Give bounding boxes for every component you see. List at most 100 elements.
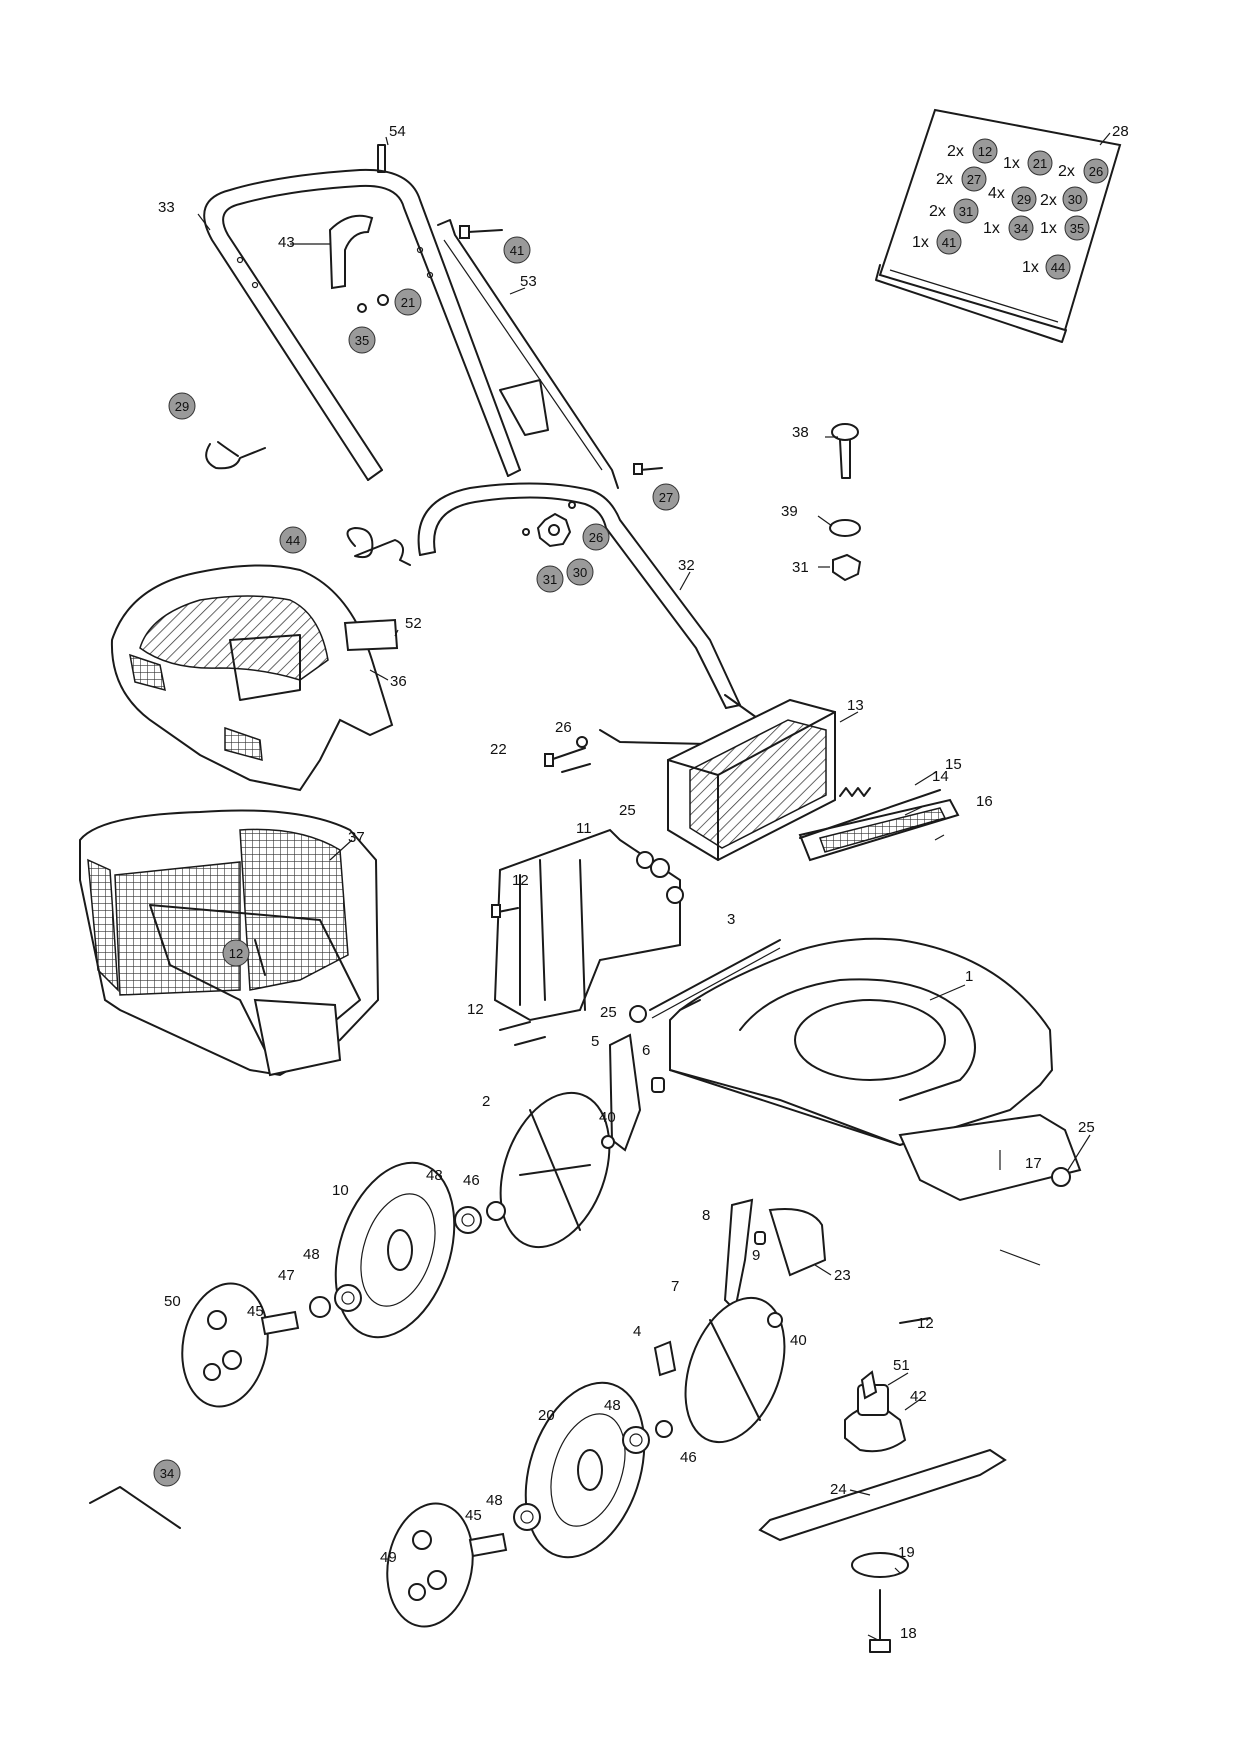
- label-10: 10: [332, 1182, 349, 1199]
- loose-hardware: [829, 423, 862, 582]
- grass-catcher: [79, 809, 380, 1077]
- label-32: 32: [678, 557, 695, 574]
- label-46a: 46: [463, 1172, 480, 1189]
- svg-text:1x: 1x: [1040, 220, 1057, 237]
- front-hubcap-disk: [684, 1296, 786, 1444]
- small-fasteners-upper: [357, 225, 663, 475]
- circled-26: 26: [582, 523, 610, 551]
- label-48d: 48: [486, 1492, 503, 1509]
- pin: [377, 144, 386, 173]
- height-bracket: [608, 1033, 642, 1152]
- key: [860, 1370, 878, 1400]
- svg-text:2x: 2x: [936, 171, 953, 188]
- label-8: 8: [702, 1207, 710, 1224]
- rear-wheel-right: [524, 1381, 646, 1559]
- upper-handle: [203, 168, 549, 481]
- battery-pack: [667, 698, 836, 862]
- bushing: [651, 1077, 665, 1093]
- bushing-2: [754, 1231, 766, 1245]
- label-39: 39: [781, 503, 798, 520]
- spring-clip: [346, 527, 411, 566]
- star-knob: [522, 501, 576, 548]
- label-37: 37: [348, 829, 365, 846]
- label-25c: 25: [1078, 1119, 1095, 1136]
- label-12b: 12: [467, 1001, 484, 1018]
- rear-axle-edge: [651, 947, 781, 1019]
- label-6: 6: [642, 1042, 650, 1059]
- svg-text:4x: 4x: [988, 185, 1005, 202]
- label-42: 42: [910, 1388, 927, 1405]
- part-number-labels: 1 2 3 4 5 6 7 8 9 10 11 12 12 12 13 14 1…: [158, 123, 1129, 1642]
- label-4: 4: [633, 1323, 641, 1340]
- rear-hubcap-disk: [499, 1091, 611, 1249]
- svg-text:29: 29: [175, 399, 189, 414]
- label-7: 7: [671, 1278, 679, 1295]
- svg-text:44: 44: [286, 533, 300, 548]
- label-22: 22: [490, 741, 507, 758]
- screws: [254, 736, 1071, 1324]
- svg-text:1x: 1x: [912, 234, 929, 251]
- front-skirt: [898, 1113, 1082, 1202]
- circled-30: 30: [566, 558, 594, 586]
- svg-text:12: 12: [978, 144, 992, 159]
- svg-text:35: 35: [1070, 221, 1084, 236]
- label-52: 52: [405, 615, 422, 632]
- circled-part-labels: 41 21 35 29 27 26 30 31 44 12 34: [153, 236, 680, 1487]
- svg-text:44: 44: [1051, 260, 1065, 275]
- circled-27: 27: [652, 483, 680, 511]
- svg-text:27: 27: [659, 490, 673, 505]
- label-46b: 46: [680, 1449, 697, 1466]
- svg-text:30: 30: [1068, 192, 1082, 207]
- label-12c: 12: [917, 1315, 934, 1332]
- label-13: 13: [847, 697, 864, 714]
- label-28: 28: [1112, 123, 1129, 140]
- label-40b: 40: [790, 1332, 807, 1349]
- mower-deck: [669, 937, 1054, 1147]
- latch-grip: [819, 807, 947, 853]
- svg-text:21: 21: [401, 295, 415, 310]
- svg-text:41: 41: [510, 243, 524, 258]
- height-plate: [768, 1208, 827, 1277]
- circled-21: 21: [394, 288, 422, 316]
- label-18: 18: [900, 1625, 917, 1642]
- svg-text:31: 31: [543, 572, 557, 587]
- warning-sticker: [343, 618, 399, 652]
- blade-bolt: [869, 1589, 891, 1653]
- cable-tie: [205, 441, 266, 470]
- blade-adapter: [844, 1403, 907, 1453]
- svg-text:1x: 1x: [1022, 259, 1039, 276]
- cable: [437, 219, 619, 489]
- svg-text:27: 27: [967, 172, 981, 187]
- bag-item-44: 1x 44: [1022, 254, 1071, 280]
- svg-text:34: 34: [160, 1466, 174, 1481]
- label-43: 43: [278, 234, 295, 251]
- wheel-cap-49: [386, 1502, 474, 1628]
- label-33: 33: [158, 199, 175, 216]
- label-16: 16: [976, 793, 993, 810]
- label-3: 3: [727, 911, 735, 928]
- svg-text:2x: 2x: [1058, 163, 1075, 180]
- allen-key: [89, 1486, 181, 1529]
- label-11: 11: [576, 820, 592, 837]
- label-48a: 48: [426, 1167, 443, 1184]
- blade: [758, 1448, 1007, 1542]
- label-48c: 48: [604, 1397, 621, 1414]
- circled-29: 29: [168, 392, 196, 420]
- circled-34: 34: [153, 1459, 181, 1487]
- circled-12: 12: [222, 939, 250, 967]
- label-12a: 12: [512, 872, 529, 889]
- label-31: 31: [792, 559, 809, 576]
- label-45a: 45: [247, 1303, 264, 1320]
- circled-31: 31: [536, 565, 564, 593]
- label-25b: 25: [600, 1004, 617, 1021]
- svg-text:2x: 2x: [929, 203, 946, 220]
- wheel-cap-50: [181, 1282, 269, 1408]
- label-23: 23: [834, 1267, 851, 1284]
- label-45b: 45: [465, 1507, 482, 1524]
- svg-text:26: 26: [1089, 164, 1103, 179]
